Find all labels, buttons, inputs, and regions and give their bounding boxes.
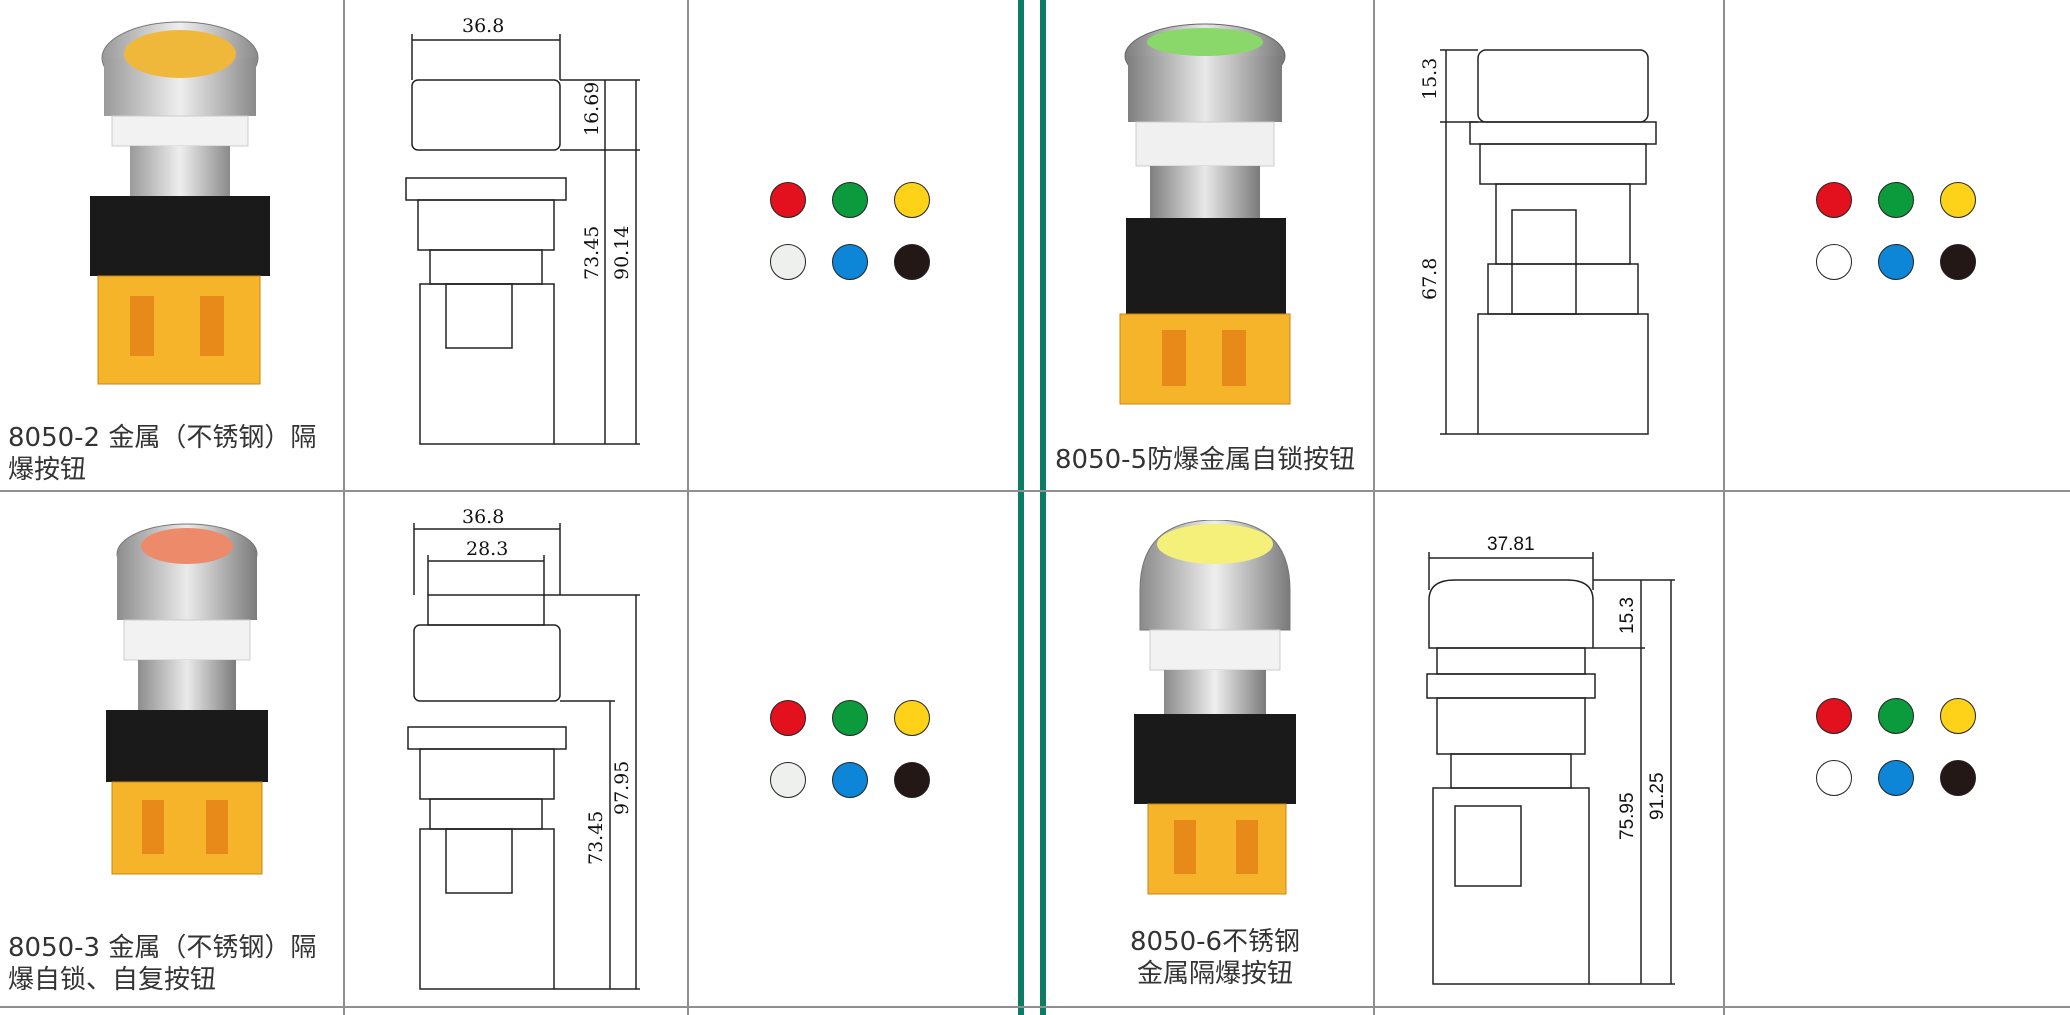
dim-total-height-8050-3: 97.95: [611, 761, 633, 815]
dim-width-8050-3: 36.8: [462, 506, 504, 528]
product-name-line1: 8050-2 金属（不锈钢）隔: [8, 423, 317, 453]
dimension-drawing-8050-2: 36.8 16.69 73.45 90.14: [405, 15, 640, 445]
dim-total-height-8050-6: 91.25: [1647, 772, 1668, 820]
product-label-8050-3: 8050-3 金属（不锈钢）隔 爆自锁、自复按钮: [8, 932, 338, 996]
column-divider-5: [1723, 0, 1725, 1015]
color-dot: [894, 182, 930, 218]
dim-width-8050-6: 37.81: [1487, 534, 1535, 555]
product-name-line1: 8050-5防爆金属自锁按钮: [1055, 445, 1356, 475]
color-dot: [770, 182, 806, 218]
color-dot: [894, 244, 930, 280]
color-options-8050-2: [770, 182, 932, 282]
color-dot: [1940, 698, 1976, 734]
column-divider-2: [687, 0, 689, 1015]
dim-width-8050-2: 36.8: [462, 15, 504, 37]
dim-cap-height-8050-2: 16.69: [581, 82, 603, 136]
color-dot: [832, 244, 868, 280]
dim-cap-height-8050-5: 15.3: [1419, 58, 1441, 100]
color-options-8050-5: [1816, 182, 1978, 282]
color-dot: [894, 700, 930, 736]
color-dot: [1878, 698, 1914, 734]
product-name-line2: 爆自锁、自复按钮: [8, 965, 217, 995]
color-dot: [832, 762, 868, 798]
color-dot: [1940, 182, 1976, 218]
cap-8050-2: [124, 30, 236, 78]
row-divider-2: [0, 1006, 2070, 1008]
color-dot: [770, 244, 806, 280]
color-dot: [1878, 244, 1914, 280]
color-options-8050-6: [1816, 698, 1978, 798]
color-dot: [1878, 760, 1914, 796]
color-dot: [770, 700, 806, 736]
color-dot: [1816, 698, 1852, 734]
color-dot: [1816, 244, 1852, 280]
dim-body-height-8050-2: 73.45: [581, 226, 603, 280]
product-label-8050-5: 8050-5防爆金属自锁按钮: [1055, 444, 1375, 476]
color-dot: [832, 700, 868, 736]
product-name-line1: 8050-6不锈钢: [1129, 927, 1301, 957]
product-photo-8050-6: [1134, 520, 1296, 895]
dim-cap-height-8050-6: 15.3: [1617, 597, 1638, 634]
color-dot: [1878, 182, 1914, 218]
center-divider-right: [1040, 0, 1046, 1015]
color-dot: [832, 182, 868, 218]
cap-8050-3: [141, 528, 233, 564]
dim-inner-width-8050-3: 28.3: [466, 538, 508, 560]
dimension-drawing-8050-3: 36.8 28.3 97.95 73.45: [407, 506, 640, 990]
center-divider-left: [1018, 0, 1024, 1015]
product-label-8050-2: 8050-2 金属（不锈钢）隔 爆按钮: [8, 422, 338, 486]
cap-8050-5: [1147, 28, 1263, 56]
color-dot: [770, 762, 806, 798]
product-name-line2: 爆按钮: [8, 455, 87, 485]
color-dot: [894, 762, 930, 798]
color-dot: [1940, 760, 1976, 796]
color-options-8050-3: [770, 700, 932, 800]
color-dot: [1816, 760, 1852, 796]
column-divider-1: [343, 0, 345, 1015]
dim-total-height-8050-5: 67.8: [1419, 258, 1441, 300]
row-divider-1: [0, 490, 2070, 492]
product-photo-8050-5: [1119, 23, 1291, 405]
dim-body-height-8050-6: 75.95: [1617, 792, 1638, 840]
cap-8050-6: [1157, 524, 1273, 564]
dim-body-height-8050-3: 73.45: [585, 811, 607, 865]
color-dot: [1940, 244, 1976, 280]
product-name-line2: 金属隔爆按钮: [1136, 959, 1293, 989]
dimension-drawing-8050-6: 37.81 15.3 91.25 75.95: [1426, 534, 1675, 985]
color-dot: [1816, 182, 1852, 218]
product-label-8050-6: 8050-6不锈钢 金属隔爆按钮: [1060, 926, 1370, 990]
product-photo-8050-3: [106, 523, 268, 875]
dimension-drawing-8050-5: 15.3 67.8: [1419, 49, 1657, 435]
product-name-line1: 8050-3 金属（不锈钢）隔: [8, 933, 317, 963]
dim-total-height-8050-2: 90.14: [611, 226, 633, 280]
column-divider-4: [1373, 0, 1375, 1015]
product-photo-8050-2: [90, 21, 270, 385]
